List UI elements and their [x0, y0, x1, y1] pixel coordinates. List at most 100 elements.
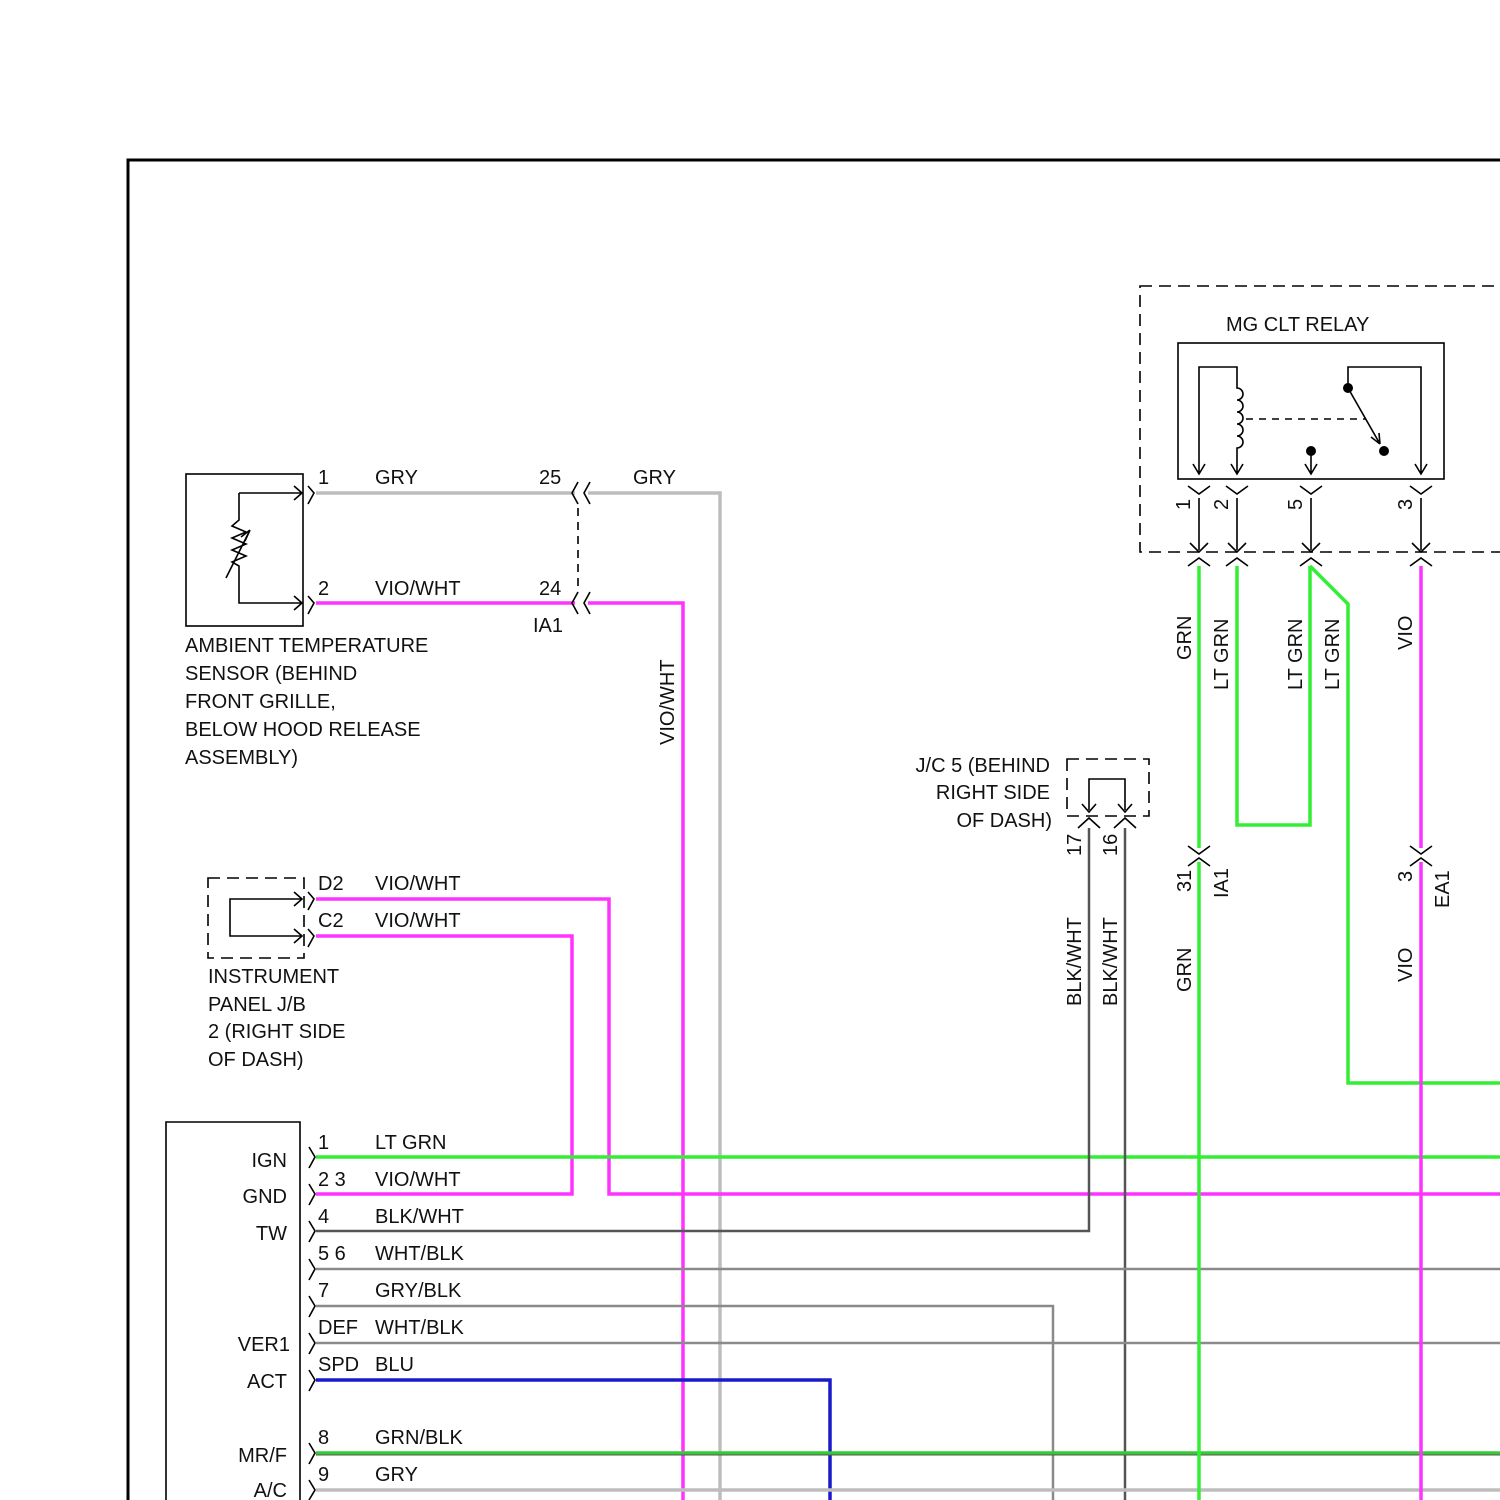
- relay-pin-3-label: 3: [1395, 499, 1417, 510]
- jc5-pin-16-label: 16: [1100, 834, 1122, 856]
- module-connector-row-2: [309, 1184, 315, 1205]
- ia1-connector-name: IA1: [533, 615, 563, 637]
- module-row-5-wire: GRY/BLK: [375, 1280, 462, 1302]
- module-row-7-pin: SPD: [318, 1354, 359, 1376]
- relay-pin-5-label: 5: [1285, 499, 1307, 510]
- viowht-vertical-label: VIO/WHT: [657, 659, 679, 745]
- module-row-8-wire: GRN/BLK: [375, 1427, 463, 1449]
- module-row-7-wire: BLU: [375, 1354, 414, 1376]
- connector-ia1-relay: 31 IA1 GRN: [1174, 846, 1233, 992]
- module-row-9-wire: GRY: [375, 1464, 418, 1486]
- ia1-grn-lower-label: GRN: [1174, 948, 1196, 992]
- relay-pin-2-label: 2: [1211, 499, 1233, 510]
- ip-jb-label-line-2: PANEL J/B: [208, 994, 306, 1016]
- sensor-label-line-5: ASSEMBLY): [185, 747, 298, 769]
- connector-sensor-pin-2: [294, 596, 314, 614]
- sensor-pin-1-wire-label: GRY: [375, 467, 418, 489]
- jc5-label-line-1: J/C 5 (BEHIND: [916, 755, 1050, 777]
- relay-title: MG CLT RELAY: [1226, 314, 1369, 336]
- relay-wire-vio-label: VIO: [1395, 616, 1417, 650]
- ia1-pin-31-label: 31: [1174, 870, 1196, 892]
- sensor-label-line-2: SENSOR (BEHIND: [185, 663, 357, 685]
- diagram-frame: [128, 160, 1500, 1500]
- module-row-2-wire: VIO/WHT: [375, 1169, 461, 1191]
- terminal-ign: IGN: [251, 1150, 287, 1172]
- relay-switch-icon: [1305, 367, 1427, 474]
- ip-jb-label-line-1: INSTRUMENT: [208, 966, 339, 988]
- module-connector-row-8: [309, 1443, 315, 1464]
- ip-jb-label-line-3: 2 (RIGHT SIDE: [208, 1021, 345, 1043]
- ip-jb-c2-wire-label: VIO/WHT: [375, 910, 461, 932]
- instrument-panel-jb: D2 VIO/WHT C2 VIO/WHT INSTRUMENT PANEL J…: [208, 873, 461, 1071]
- connector-sensor-pin-1: [294, 486, 314, 504]
- module-row-2-pin: 2 3: [318, 1169, 346, 1191]
- module-row-4-wire: WHT/BLK: [375, 1243, 465, 1265]
- wire-viowht-d2: [316, 899, 1500, 1194]
- ip-jb-pin-c2-label: C2: [318, 910, 344, 932]
- module-connector-row-1: [309, 1147, 315, 1168]
- relay-switch-contact-nc: [1379, 446, 1389, 456]
- relay-wire-ltgrn-5-label: LT GRN: [1285, 619, 1307, 691]
- wire-ltgrn-relay-2-5-loop: [1237, 566, 1310, 825]
- module-body: [166, 1122, 300, 1500]
- jc5-outline: [1067, 759, 1149, 816]
- module-row-6-pin: DEF: [318, 1317, 358, 1339]
- ia1-pin-24-label: 24: [539, 578, 561, 600]
- connector-ia1-sensor: 25 GRY 24 IA1 VIO/WHT: [533, 467, 679, 745]
- module-row-6-wire: WHT/BLK: [375, 1317, 465, 1339]
- sensor-pin-1-label: 1: [318, 467, 329, 489]
- module-connector-row-4: [309, 1259, 315, 1280]
- sensor-label-line-1: AMBIENT TEMPERATURE: [185, 635, 428, 657]
- ip-jb-label-line-4: OF DASH): [208, 1049, 304, 1071]
- terminal-act: ACT: [247, 1371, 287, 1393]
- relay-pin-1-label: 1: [1173, 499, 1195, 510]
- jc5-label-line-3: OF DASH): [956, 810, 1052, 832]
- module-connector-row-7: [309, 1370, 315, 1391]
- module-row-1-wire: LT GRN: [375, 1132, 447, 1154]
- module-row-8-pin: 8: [318, 1427, 329, 1449]
- ea1-pin-3-label: 3: [1395, 871, 1417, 882]
- sensor-label-line-3: FRONT GRILLE,: [185, 691, 336, 713]
- ea1-relay-connector-name: EA1: [1432, 870, 1454, 908]
- junction-connector-jc5: J/C 5 (BEHIND RIGHT SIDE OF DASH) 17 16 …: [916, 755, 1149, 1006]
- ip-jb-bus-icon: [230, 899, 302, 936]
- module-row-1-pin: 1: [318, 1132, 329, 1154]
- sensor-pin-2-wire-label: VIO/WHT: [375, 578, 461, 600]
- sensor-label-line-4: BELOW HOOD RELEASE: [185, 719, 421, 741]
- module-row-3-pin: 4: [318, 1206, 329, 1228]
- ea1-vio-lower-label: VIO: [1395, 948, 1417, 982]
- thermistor-icon: [226, 493, 302, 603]
- mg-clt-relay: MG CLT RELAY 1 2 5 3 GRN LT GRN LT GRN L…: [1140, 286, 1500, 690]
- ambient-temperature-sensor: 1 GRY 2 VIO/WHT AMBIENT TEMPERATURE SENS…: [185, 467, 461, 769]
- relay-wire-grn-label: GRN: [1174, 616, 1196, 660]
- jc5-wire-17-label: BLK/WHT: [1064, 917, 1086, 1006]
- module-row-5-pin: 7: [318, 1280, 329, 1302]
- relay-switch-contact-no: [1306, 446, 1316, 456]
- module-connector-row-3: [309, 1221, 315, 1242]
- terminal-tw: TW: [256, 1223, 287, 1245]
- connector-ea1-relay: 3 EA1 VIO: [1395, 846, 1454, 982]
- module-connector-row-6: [309, 1333, 315, 1354]
- module-row-4-pin: 5 6: [318, 1243, 346, 1265]
- ip-jb-d2-wire-label: VIO/WHT: [375, 873, 461, 895]
- ia1-gry-out-label: GRY: [633, 467, 676, 489]
- terminal-ver1: VER1: [238, 1334, 290, 1356]
- relay-switch-pivot: [1343, 383, 1353, 393]
- module-connector-row-5: [309, 1296, 315, 1317]
- terminal-gnd: GND: [243, 1186, 287, 1208]
- ip-jb-pin-d2-label: D2: [318, 873, 344, 895]
- control-module: IGN GND TW VER1 ACT MR/F A/C 1 LT GRN 2 …: [166, 1122, 465, 1500]
- module-connector-row-9: [309, 1480, 315, 1500]
- jc5-label-line-2: RIGHT SIDE: [936, 782, 1050, 804]
- relay-wire-ltgrn-2-label: LT GRN: [1211, 619, 1233, 691]
- relay-coil-icon: [1193, 367, 1243, 474]
- terminal-a-c: A/C: [254, 1480, 287, 1500]
- module-row-9-pin: 9: [318, 1464, 329, 1486]
- relay-wire-ltgrn-branch-label: LT GRN: [1322, 619, 1344, 691]
- jc5-pin-17-label: 17: [1064, 834, 1086, 856]
- terminal-mr-f: MR/F: [238, 1445, 287, 1467]
- ip-jb-outline: [208, 878, 304, 958]
- jc5-wire-16-label: BLK/WHT: [1100, 917, 1122, 1006]
- ia1-relay-connector-name: IA1: [1211, 868, 1233, 898]
